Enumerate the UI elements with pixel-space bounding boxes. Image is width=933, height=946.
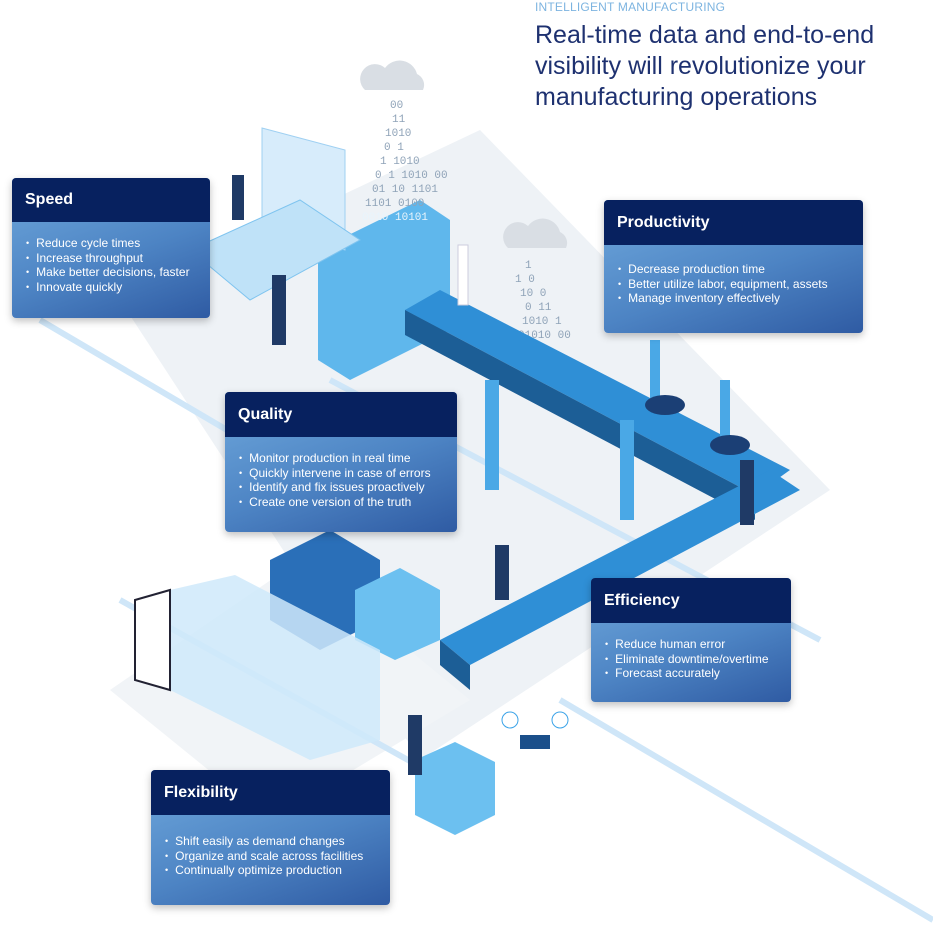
drone-icon: [501, 711, 569, 749]
card-list: Decrease production time Better utilize …: [604, 245, 863, 306]
list-item: Monitor production in real time: [239, 451, 443, 466]
card-list: Monitor production in real time Quickly …: [225, 437, 457, 509]
card-title: Speed: [12, 178, 210, 222]
data-cloud-icon: [360, 60, 425, 90]
card-efficiency: Efficiency Reduce human error Eliminate …: [591, 578, 791, 702]
card-list: Shift easily as demand changes Organize …: [151, 815, 390, 878]
digital-table: [189, 199, 361, 301]
eyebrow-label: INTELLIGENT MANUFACTURING: [535, 0, 726, 14]
svg-text:1010 1: 1010 1: [522, 316, 562, 328]
conveyor-belt-side: [405, 310, 755, 520]
list-item: Forecast accurately: [605, 666, 777, 681]
list-item: Manage inventory effectively: [618, 291, 849, 306]
list-item: Reduce cycle times: [26, 236, 196, 251]
card-title: Efficiency: [591, 578, 791, 623]
gantry-frame: [620, 420, 634, 520]
card-title: Productivity: [604, 200, 863, 245]
list-item: Quickly intervene in case of errors: [239, 466, 443, 481]
list-item: Eliminate downtime/overtime: [605, 652, 777, 667]
floor-path-line: [38, 317, 933, 923]
list-item: Shift easily as demand changes: [165, 834, 376, 849]
list-item: Better utilize labor, equipment, assets: [618, 277, 849, 292]
list-item: Decrease production time: [618, 262, 849, 277]
conveyor-belt-lower: [440, 470, 800, 665]
list-item: Reduce human error: [605, 637, 777, 652]
card-title: Quality: [225, 392, 457, 437]
truck-cargo: [170, 575, 380, 760]
svg-text:11: 11: [392, 114, 406, 126]
svg-text:0 1 1010 00: 0 1 1010 00: [375, 170, 448, 182]
svg-text:0 1: 0 1: [384, 142, 404, 154]
card-quality: Quality Monitor production in real time …: [225, 392, 457, 532]
list-item: Continually optimize production: [165, 863, 376, 878]
card-list: Reduce human error Eliminate downtime/ov…: [591, 623, 791, 681]
svg-text:1 1010: 1 1010: [380, 156, 420, 168]
list-item: Organize and scale across facilities: [165, 849, 376, 864]
svg-text:1: 1: [525, 260, 532, 272]
list-item: Increase throughput: [26, 251, 196, 266]
list-item: Make better decisions, faster: [26, 265, 196, 280]
svg-text:00: 00: [390, 100, 403, 112]
list-item: Innovate quickly: [26, 280, 196, 295]
worker-figure: [232, 175, 754, 775]
svg-text:1 0: 1 0: [515, 274, 535, 286]
gantry-frame: [485, 380, 499, 490]
card-productivity: Productivity Decrease production time Be…: [604, 200, 863, 333]
list-item: Create one version of the truth: [239, 495, 443, 510]
card-speed: Speed Reduce cycle times Increase throug…: [12, 178, 210, 318]
pallet-boxes: [415, 742, 495, 835]
svg-text:01 10 1101: 01 10 1101: [372, 184, 438, 196]
truck-cab: [134, 588, 171, 692]
page-headline: Real-time data and end-to-end visibility…: [535, 21, 875, 111]
robot-arm: [710, 380, 750, 455]
list-item: Identify and fix issues proactively: [239, 480, 443, 495]
pallet-boxes: [355, 568, 440, 660]
data-cloud-icon: [503, 218, 568, 248]
svg-text:1101 0100: 1101 0100: [365, 198, 424, 210]
robot-arm: [645, 340, 685, 415]
conveyor-belt-top: [405, 290, 790, 495]
card-title: Flexibility: [151, 770, 390, 815]
svg-text:0 11: 0 11: [525, 302, 552, 314]
svg-text:10 0: 10 0: [520, 288, 546, 300]
conveyor-belt-lower-side: [440, 640, 470, 690]
card-list: Reduce cycle times Increase throughput M…: [12, 222, 210, 294]
svg-text:1010: 1010: [385, 128, 411, 140]
svg-text:0010 10101: 0010 10101: [362, 212, 428, 224]
card-flexibility: Flexibility Shift easily as demand chang…: [151, 770, 390, 905]
